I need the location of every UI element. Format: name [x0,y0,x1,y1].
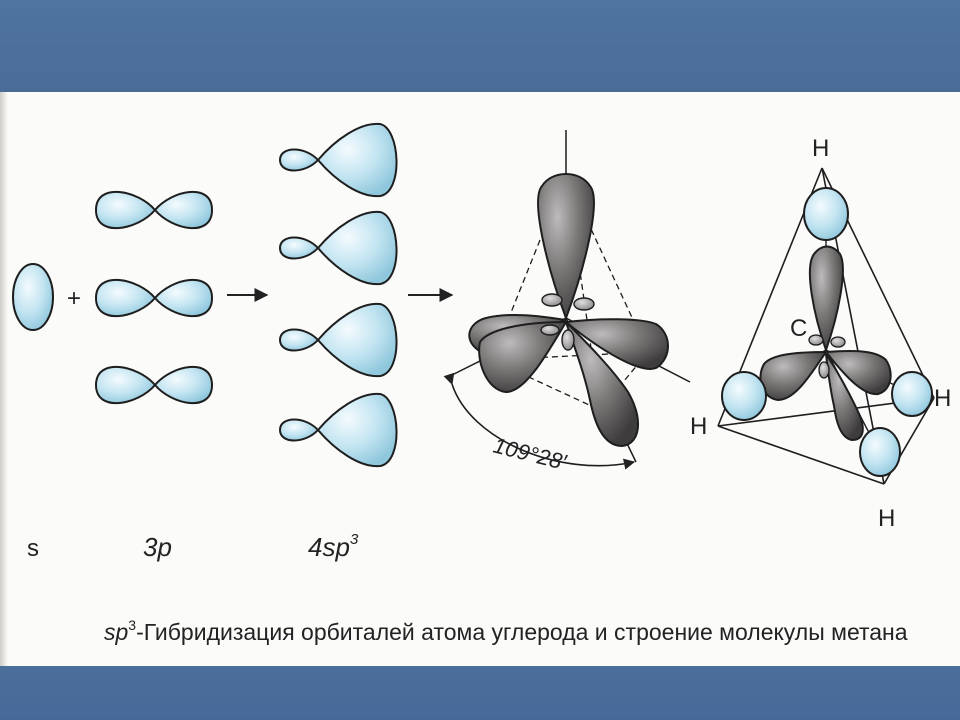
label-3p: 3p [143,532,172,562]
label-s: s [27,535,39,562]
atom-label-h-right: H [934,385,951,412]
page-edge-shadow [0,92,8,666]
atom-label-h-bottom: H [878,505,895,532]
s-orbital [12,263,54,331]
top-band [0,0,960,92]
plus-sign: + [67,285,81,312]
p-orbital-1 [94,191,214,229]
sp3-orbital-4 [278,392,398,468]
sp3-orbital-3 [278,302,398,378]
bottom-band [0,666,960,720]
figure-caption: sp3-Гибридизация орбиталей атома углерод… [104,617,908,645]
p-orbital-2 [94,279,214,317]
tetrahedral-orbitals [443,130,691,470]
atom-label-h-top: H [812,135,829,162]
sp3-orbital-2 [278,210,398,286]
p-orbital-3 [94,366,214,404]
atom-label-h-left: H [690,413,707,440]
label-4sp3: 4sp3 [308,531,359,562]
sp3-orbital-1 [278,122,398,198]
bond-angle-label: 109°28′ [491,433,570,475]
methane-molecule [717,167,935,485]
atom-label-c: C [790,315,807,342]
